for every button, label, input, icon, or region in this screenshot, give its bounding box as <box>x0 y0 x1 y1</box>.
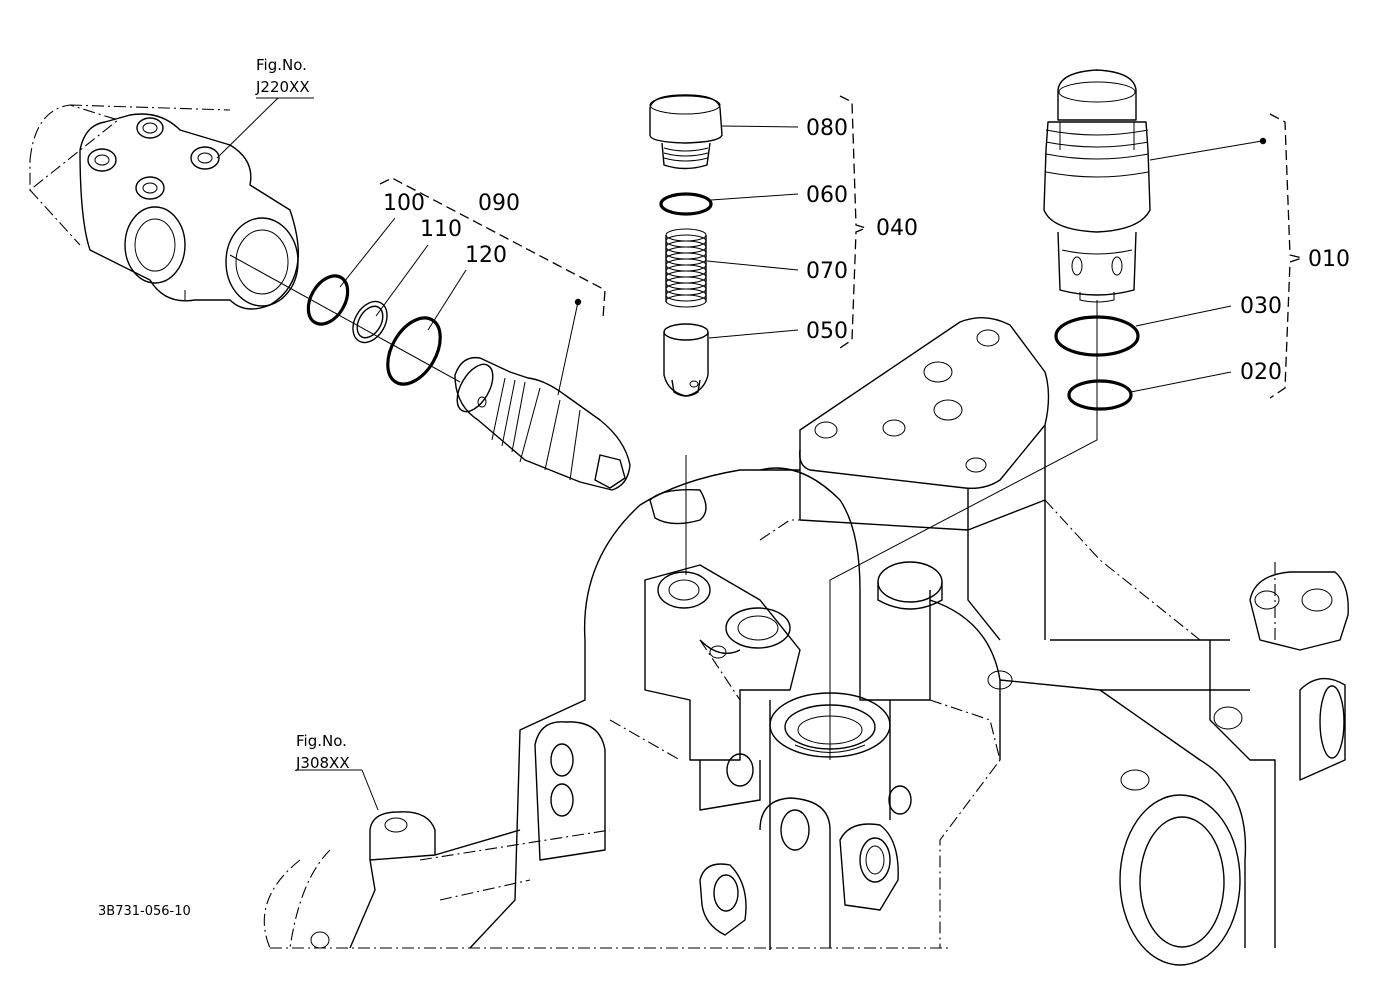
part-label-050: 050 <box>806 319 848 344</box>
poppet-050 <box>663 323 709 397</box>
relief-valve-010 <box>1043 69 1151 303</box>
bracket-010 <box>1269 113 1305 399</box>
relief-cartridge-090 <box>229 254 631 491</box>
part-label-080: 080 <box>806 116 848 141</box>
drawing-number: 3B731-056-10 <box>98 904 191 919</box>
fig-ref-code-1: J220XX <box>255 78 310 96</box>
part-label-120: 120 <box>465 243 507 268</box>
fig-ref-label-1: Fig.No. <box>256 56 307 74</box>
part-label-110: 110 <box>420 217 462 242</box>
part-label-100: 100 <box>383 191 425 216</box>
part-label-010: 010 <box>1308 247 1350 272</box>
part-label-060: 060 <box>806 183 848 208</box>
o-ring-120 <box>386 316 442 386</box>
valve-block-j220xx <box>29 104 300 310</box>
part-label-070: 070 <box>806 259 848 284</box>
part-label-030: 030 <box>1240 294 1282 319</box>
backup-ring-110 <box>352 300 388 344</box>
part-label-040: 040 <box>876 216 918 241</box>
valve-housing <box>263 317 1349 966</box>
o-ring-100 <box>306 274 350 326</box>
fig-ref-code-2: J308XX <box>295 754 350 772</box>
o-ring-060 <box>659 192 713 216</box>
centerline-right <box>829 300 1098 760</box>
bracket-090 <box>379 177 606 319</box>
leader-lines <box>216 97 1267 811</box>
part-label-020: 020 <box>1240 360 1282 385</box>
spring-070 <box>665 228 707 308</box>
o-ring-020 <box>1067 379 1133 411</box>
fig-ref-label-2: Fig.No. <box>296 732 347 750</box>
plug-080 <box>649 94 723 170</box>
part-label-090: 090 <box>478 191 520 216</box>
